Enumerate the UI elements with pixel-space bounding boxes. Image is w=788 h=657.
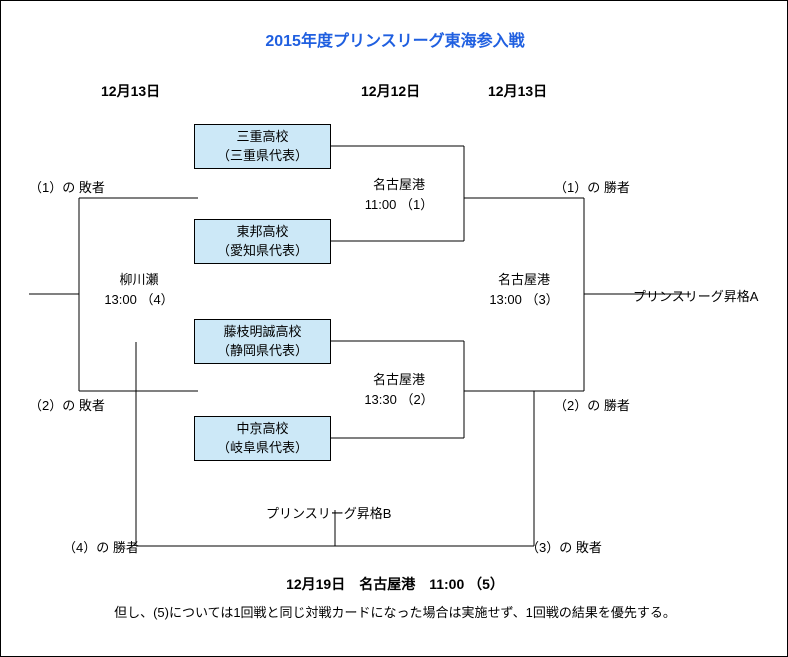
match-time: 13:00 （4） [104, 291, 174, 307]
match-label-4: 柳川瀬 13:00 （4） [79, 270, 199, 309]
team-name: 東邦高校 [236, 223, 289, 239]
promotion-label-a: プリンスリーグ昇格A [633, 289, 759, 304]
date-header-center: 12月12日 [361, 83, 421, 99]
team-box-4: 中京高校 （岐阜県代表） [194, 416, 331, 461]
label-loser-3: （3）の 敗者 [526, 540, 602, 555]
match-time: 13:30 （2） [364, 391, 434, 407]
label-winner-1: （1）の 勝者 [554, 180, 630, 195]
date-header-left: 12月13日 [101, 83, 161, 99]
match-venue: 名古屋港 [372, 177, 425, 192]
page-title: 2015年度プリンスリーグ東海参入戦 [265, 33, 525, 50]
match-time: 13:00 （3） [489, 291, 559, 307]
match-label-1: 名古屋港 11:00 （1） [334, 175, 464, 214]
match-label-2: 名古屋港 13:30 （2） [334, 370, 464, 409]
team-name: 中京高校 [236, 420, 289, 436]
promotion-label-b: プリンスリーグ昇格B [266, 506, 392, 521]
team-name: 三重高校 [236, 128, 289, 144]
label-loser-2: （2）の 敗者 [29, 398, 105, 413]
team-box-2: 東邦高校 （愛知県代表） [194, 219, 331, 264]
team-name: 藤枝明誠高校 [223, 323, 302, 339]
match-venue: 柳川瀬 [119, 272, 159, 287]
label-winner-2: （2）の 勝者 [554, 398, 630, 413]
team-rep: （三重県代表） [216, 147, 308, 163]
match-venue: 名古屋港 [497, 272, 550, 287]
label-winner-4: （4）の 勝者 [63, 540, 139, 555]
match-label-3: 名古屋港 13:00 （3） [464, 270, 584, 309]
footer-note: 但し、(5)については1回戦と同じ対戦カードになった場合は実施せず、1回戦の結果… [114, 605, 676, 620]
team-box-1: 三重高校 （三重県代表） [194, 124, 331, 169]
final-match-info: 12月19日 名古屋港 11:00 （5） [286, 576, 504, 592]
date-header-right: 12月13日 [488, 83, 548, 99]
team-rep: （静岡県代表） [216, 342, 308, 358]
label-loser-1: （1）の 敗者 [29, 180, 105, 195]
match-time: 11:00 （1） [364, 196, 434, 212]
team-rep: （愛知県代表） [216, 242, 308, 258]
team-box-3: 藤枝明誠高校 （静岡県代表） [194, 319, 331, 364]
team-rep: （岐阜県代表） [216, 439, 308, 455]
match-venue: 名古屋港 [372, 372, 425, 387]
